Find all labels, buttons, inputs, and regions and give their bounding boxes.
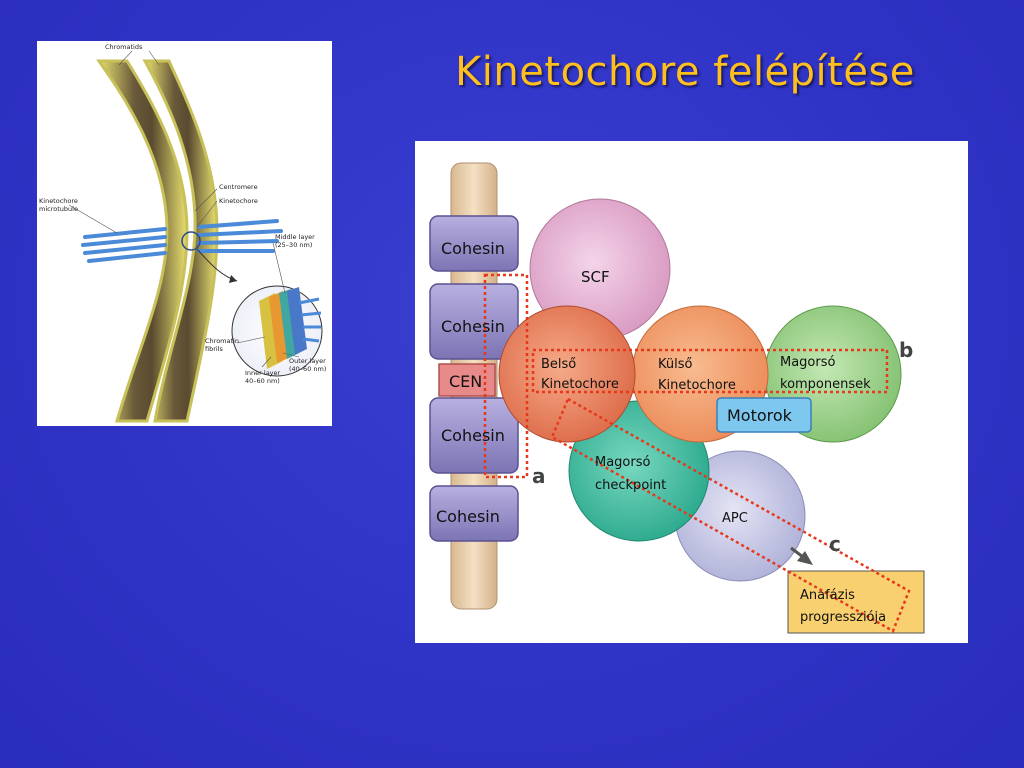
chromosome-figure: Chromatids Centromere Kinetochore Kineto…: [37, 41, 332, 426]
cohesin-box-4: [429, 485, 519, 542]
label-chromatin-fibrils-1: Chromatin: [205, 337, 239, 345]
microtubules-left: [81, 227, 167, 263]
kinetochore-schematic: Cohesin Cohesin CEN Cohesin Cohesin SCF …: [429, 162, 925, 634]
label-c: c: [829, 532, 841, 556]
chromatid-right: [142, 59, 219, 423]
label-a: a: [532, 464, 546, 488]
label-outer-layer-1: Outer layer: [289, 357, 326, 365]
anaphase-label-2: progressziója: [800, 610, 886, 625]
anaphase-box: [787, 570, 925, 634]
inner-kinetochore-circle: [498, 305, 636, 443]
core-components-label-1: Magorsó: [780, 355, 836, 370]
cohesin-box-3: [429, 397, 519, 474]
label-kinetochore: Kinetochore: [219, 197, 258, 205]
label-inner-layer-2: 40–60 nm): [245, 377, 280, 385]
kinetochore-diagram: Cohesin Cohesin CEN Cohesin Cohesin SCF …: [415, 141, 968, 643]
motors-label: Motorok: [727, 406, 793, 425]
cohesin-box-1: [429, 215, 519, 272]
cohesin-label-1: Cohesin: [441, 239, 505, 258]
kinetochore-layers: [259, 287, 322, 369]
checkpoint-label-2: checkpoint: [595, 478, 666, 493]
cohesin-label-2: Cohesin: [441, 317, 505, 336]
outer-kinetochore-label-1: Külső: [658, 357, 693, 372]
inner-kinetochore-label-1: Belső: [541, 357, 576, 372]
cohesin-label-4: Cohesin: [436, 507, 500, 526]
frame-c: [550, 397, 911, 633]
label-middle-layer-2: (25–30 nm): [275, 241, 312, 249]
frame-a: [483, 273, 529, 479]
apc-label: APC: [722, 511, 748, 526]
slide-title: Kinetochore felépítése: [455, 49, 915, 95]
label-outer-layer-2: (40–60 nm): [289, 365, 326, 373]
chromosome-illustration: Chromatids Centromere Kinetochore Kineto…: [39, 43, 326, 423]
cen-label: CEN: [449, 372, 482, 391]
core-components-label-2: komponensek: [780, 377, 871, 392]
motors-box: [716, 397, 812, 433]
label-middle-layer-1: Middle layer: [275, 233, 315, 241]
label-kinetochore-microtubule-1: Kinetochore: [39, 197, 78, 205]
chromatid-left: [96, 59, 189, 423]
frame-b: [531, 348, 889, 394]
cohesin-label-3: Cohesin: [441, 426, 505, 445]
inner-kinetochore-label-2: Kinetochore: [541, 377, 619, 392]
microtubules-right: [197, 219, 283, 253]
label-kinetochore-microtubule-2: microtubule: [39, 205, 78, 213]
label-b: b: [899, 338, 913, 362]
label-inner-layer-1: Inner layer: [245, 369, 281, 377]
label-chromatin-fibrils-2: fibrils: [205, 345, 224, 353]
anaphase-label-1: Anafázis: [800, 588, 855, 603]
outer-kinetochore-label-2: Kinetochore: [658, 378, 736, 393]
cohesin-box-2: [429, 283, 519, 360]
label-centromere: Centromere: [219, 183, 258, 191]
label-chromatids: Chromatids: [105, 43, 143, 51]
scf-label: SCF: [581, 268, 610, 286]
checkpoint-label-1: Magorsó: [595, 455, 651, 470]
